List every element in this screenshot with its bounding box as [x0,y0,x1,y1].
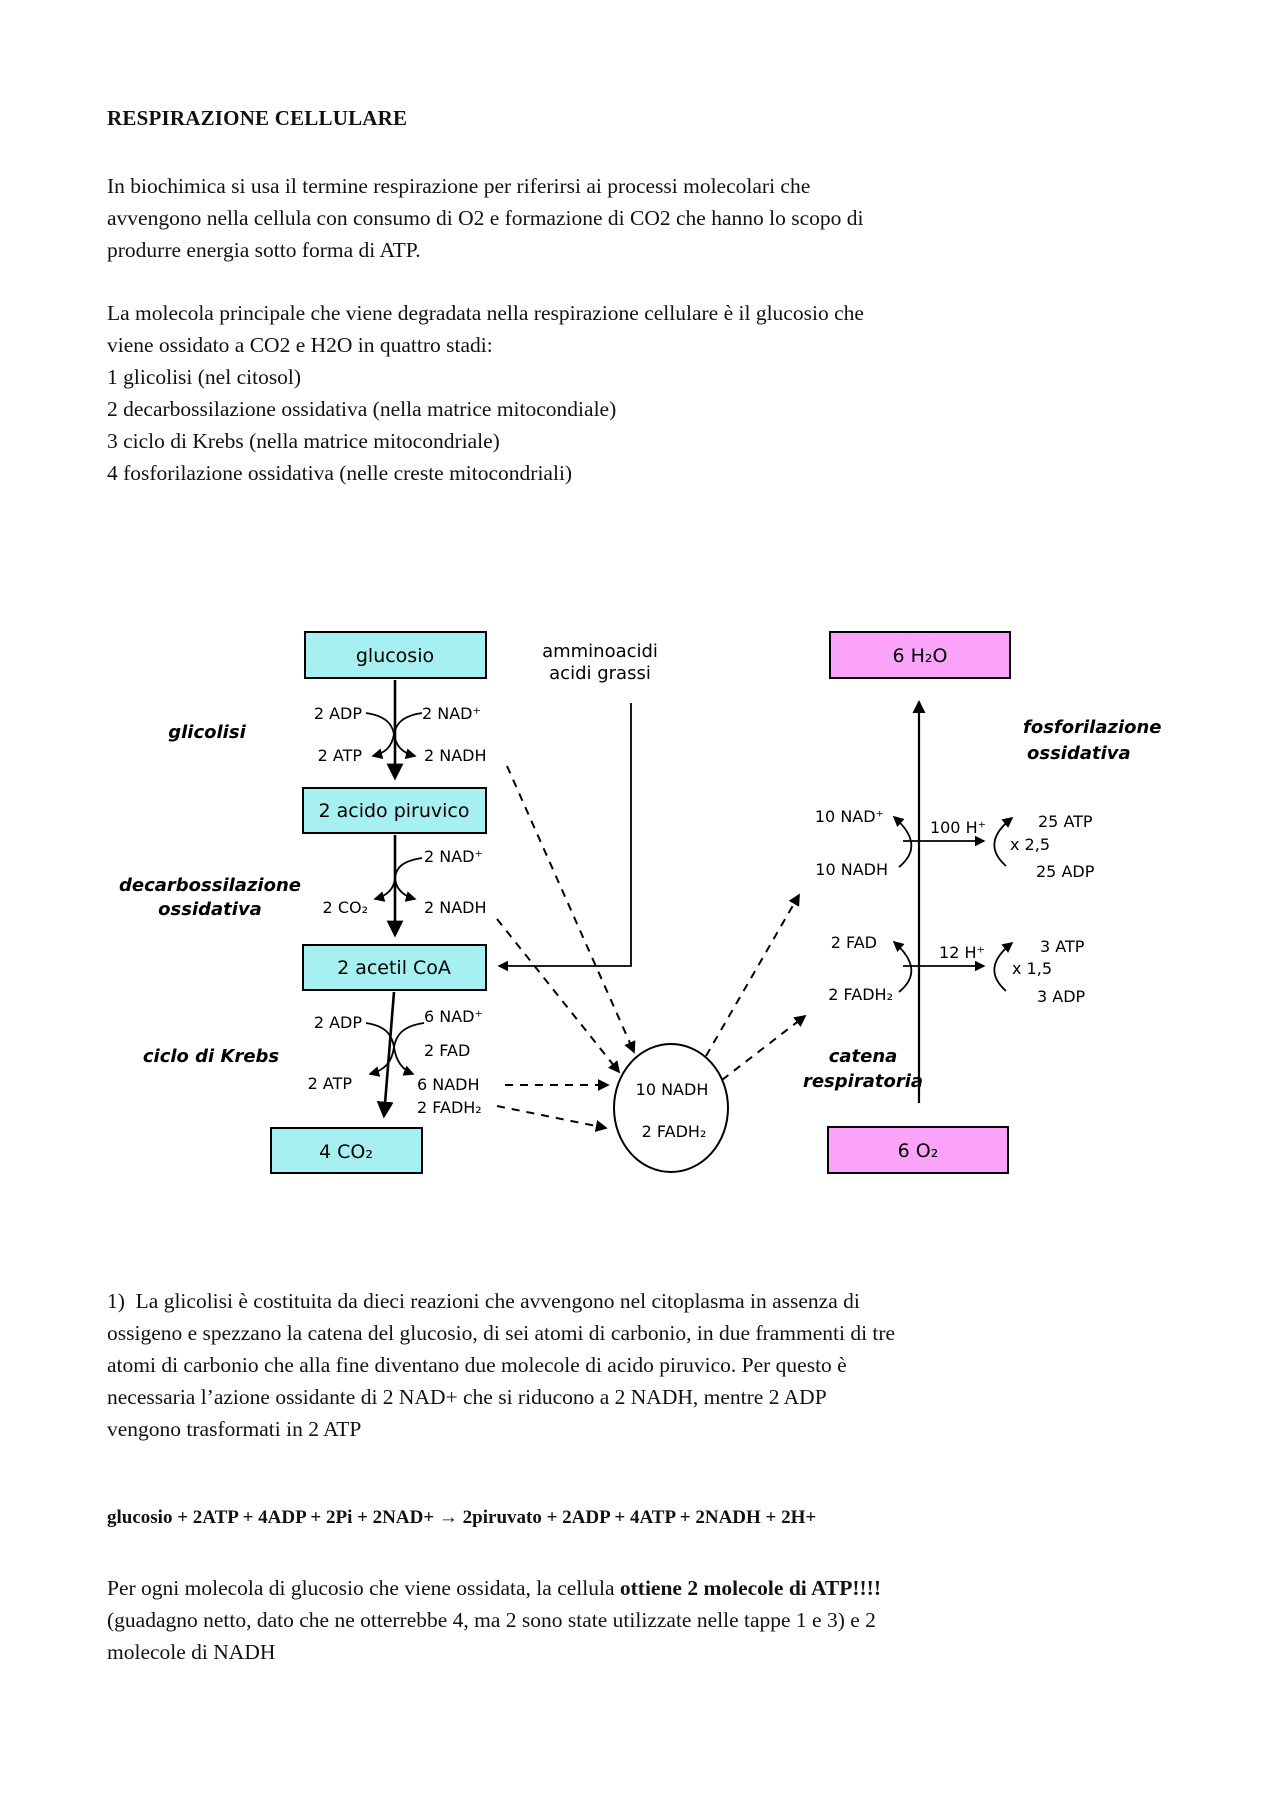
text-line: viene ossidato a CO2 e H2O in quattro st… [107,333,493,357]
arrow-acetil-to-co2 [376,991,396,1119]
bold-atp-span: ottiene 2 molecole di ATP!!!! [619,1576,881,1600]
paragraph-stages: La molecola principale che viene degrada… [107,297,864,489]
co2-label: 4 CO₂ [319,1141,373,1163]
paragraph-intro: In biochimica si usa il termine respiraz… [107,170,863,266]
glicolisi-nadh: 2 NADH [424,746,487,765]
glucosio-label: glucosio [356,645,434,667]
stage-ossidativa: ossidativa [158,899,262,920]
curve-to-nadh [394,877,417,902]
text-line: atomi di carbonio che alla fine diventan… [107,1353,847,1377]
stage-labels: glicolisi decarbossilazione ossidativa c… [119,641,1162,1092]
chain-100h: 100 H⁺ [930,818,986,837]
chain-mult-25: x 2,5 [1010,835,1050,854]
dashed-decarb-nadh-to-pool [496,918,621,1074]
coenzyme-pool-circle [613,1043,729,1173]
curve-nadh-to-nad [892,815,913,868]
text-line: vengono trasformati in 2 ATP [107,1417,362,1441]
co2-box [270,1127,423,1174]
acetil-coa-box [302,944,487,991]
text-line: necessaria l’azione ossidante di 2 NAD+ … [107,1385,827,1409]
text-line: In biochimica si usa il termine respiraz… [107,174,811,198]
chain-fadh2-in: 2 FADH₂ [828,985,893,1004]
chain-mult-15: x 1,5 [1012,959,1052,978]
diagram-boxes [270,631,1011,1174]
glicolisi-adp: 2 ADP [314,704,363,723]
text-line: molecole di NADH [107,1640,276,1664]
piruvico-label: 2 acido piruvico [318,800,469,822]
glycolysis-equation: glucosio + 2ATP + 4ADP + 2Pi + 2NAD+ → 2… [107,1507,817,1528]
arrow-aminoacids-to-acetil [497,703,632,972]
glicolisi-nad: 2 NAD⁺ [422,704,481,723]
diagram-lines [365,680,1014,1119]
box-labels: glucosio 2 acido piruvico 2 acetil CoA 4… [318,645,947,1163]
krebs-nadh: 6 NADH [417,1075,480,1094]
stage-respiratoria: respiratoria [803,1071,923,1092]
acetil-coa-label: 2 acetil CoA [337,957,451,979]
paragraph-atp-yield: Per ogni molecola di glucosio che viene … [107,1572,881,1668]
curve-adp-to-atp-25 [993,817,1014,867]
text-line: produrre energia sotto forma di ATP. [107,238,421,262]
piruvico-box [302,787,487,834]
decarb-nad: 2 NAD⁺ [424,847,483,866]
pool-fadh2-label: 2 FADH₂ [642,1122,707,1141]
cofactor-labels: 2 ADP 2 NAD⁺ 2 ATP 2 NADH 2 NAD⁺ 2 CO₂ 2… [308,704,1095,1117]
text-line: 4 fosforilazione ossidativa (nelle crest… [107,461,573,485]
input-acidi-grassi: acidi grassi [549,663,651,684]
decarb-nadh: 2 NADH [424,898,487,917]
curve-adp-to-atp-3 [993,942,1014,992]
pool-nadh-label: 10 NADH [636,1080,709,1099]
dashed-pool-to-chain-fadh2 [721,1014,807,1081]
text-line: 2 decarbossilazione ossidativa (nella ma… [107,397,617,421]
stage-ciclo-di-krebs: ciclo di Krebs [143,1046,280,1067]
dashed-lines [496,765,807,1132]
krebs-fad: 2 FAD [424,1041,470,1060]
text-line: 3 ciclo di Krebs (nella matrice mitocond… [107,429,500,453]
page-title: RESPIRAZIONE CELLULARE [107,106,408,130]
chain-3atp: 3 ATP [1040,937,1085,956]
curve-fadh-to-fad [892,940,913,993]
chain-12h: 12 H⁺ [939,943,985,962]
stage-glicolisi: glicolisi [168,722,246,743]
chain-nadh-in: 10 NADH [815,860,888,879]
curve-nad-to-atp-krebs [368,1022,425,1077]
curve-adp-to-nadh [365,712,417,760]
dashed-glycolysis-nadh-to-pool [506,765,636,1054]
stage-fosforilazione-ossidativa: ossidativa [1027,743,1131,764]
text-line: ossigeno e spezzano la catena del glucos… [107,1321,896,1345]
text-line: avvengono nella cellula con consumo di O… [107,206,864,230]
text-line: Per ogni molecola di glucosio che viene … [107,1572,881,1604]
chain-3adp: 3 ADP [1037,987,1086,1006]
o2-box [827,1126,1009,1174]
text-line: (guadagno netto, dato che ne otterrebbe … [107,1608,876,1632]
krebs-nad: 6 NAD⁺ [424,1007,483,1026]
glicolisi-atp: 2 ATP [318,746,363,765]
dashed-krebs-fadh2-to-pool [496,1105,608,1132]
text-line: 1) La glicolisi è costituita da dieci re… [107,1289,860,1313]
input-amminoacidi: amminoacidi [542,641,658,662]
text-line: 1 glicolisi (nel citosol) [107,365,302,389]
text-span: Per ogni molecola di glucosio che viene … [107,1576,620,1600]
glucosio-box [304,631,487,679]
h2o-box [829,631,1011,679]
chain-fad-out: 2 FAD [831,933,877,952]
curve-nad-to-co2 [373,857,423,902]
stage-decarbossilazione: decarbossilazione [119,875,301,896]
stage-fosforilazione: fosforilazione [1023,717,1162,738]
o2-label: 6 O₂ [898,1140,939,1162]
decarb-co2: 2 CO₂ [323,898,368,917]
krebs-fadh2: 2 FADH₂ [417,1098,482,1117]
text-line: La molecola principale che viene degrada… [107,301,864,325]
krebs-atp: 2 ATP [308,1074,353,1093]
curve-nad-to-atp [371,712,423,760]
stage-catena: catena [829,1046,898,1067]
chain-nad-out: 10 NAD⁺ [815,807,884,826]
chain-25atp: 25 ATP [1038,812,1093,831]
chain-25adp: 25 ADP [1036,862,1095,881]
krebs-adp: 2 ADP [314,1013,363,1032]
h2o-label: 6 H₂O [893,645,948,667]
dashed-pool-to-chain-nadh [705,893,800,1057]
paragraph-glycolysis: 1) La glicolisi è costituita da dieci re… [107,1285,895,1445]
